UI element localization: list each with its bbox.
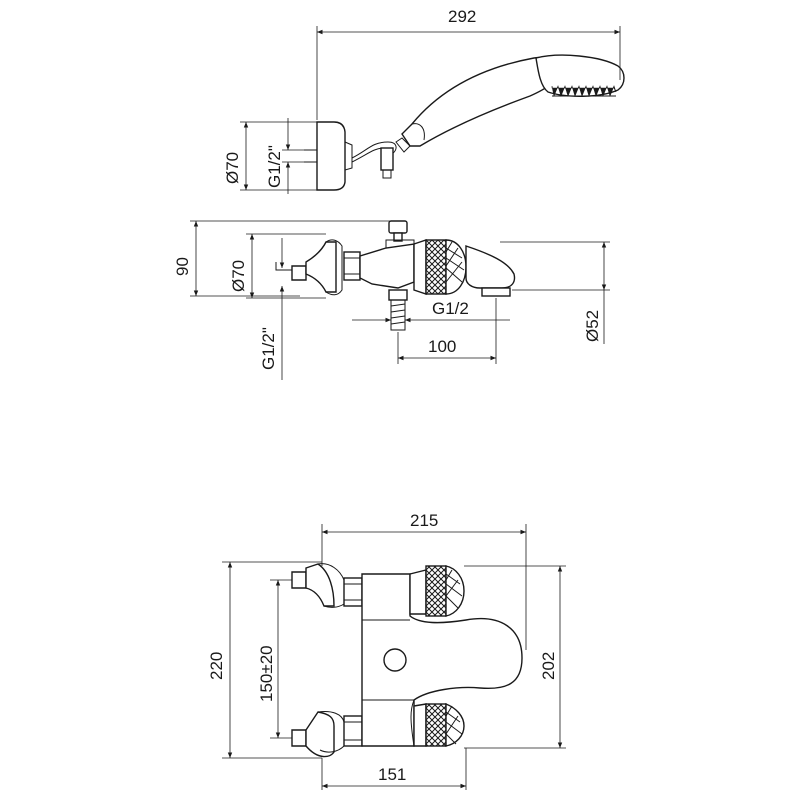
side-view: 90 Ø70 G1/2" G1/2 100 Ø52 (173, 220, 610, 380)
wall-holder (316, 121, 346, 191)
dim-side-g12-outlet: G1/2 (432, 299, 469, 318)
dim-side-dia70: Ø70 (229, 260, 248, 292)
top-view: 292 Ø70 G1/2" (223, 7, 625, 194)
dim-151: 151 (378, 765, 406, 784)
nut (343, 251, 361, 281)
dim-292: 292 (448, 7, 476, 26)
dim-top-g12: G1/2" (265, 145, 284, 188)
dim-215: 215 (410, 511, 438, 530)
dim-150-20: 150±20 (257, 645, 276, 702)
hose-connector (380, 147, 394, 171)
outlet-nut (388, 289, 408, 301)
dim-90: 90 (173, 257, 192, 276)
mixer-body (359, 243, 415, 289)
lower-nut (343, 715, 363, 747)
diverter-stem (393, 232, 403, 242)
spout (465, 245, 516, 289)
front-view: 215 220 150±20 202 151 (207, 511, 566, 790)
dim-top-dia70: Ø70 (223, 152, 242, 184)
dim-220: 220 (207, 652, 226, 680)
crystal-handle (425, 239, 447, 295)
dim-side-g12-inlet: G1/2" (259, 327, 278, 370)
diverter-plan (383, 648, 407, 672)
upper-crystal-handle (425, 565, 447, 617)
hand-shower-handle (401, 56, 557, 147)
dim-dia52: Ø52 (583, 310, 602, 342)
hose (351, 141, 397, 159)
eccentric-fitting (291, 265, 307, 281)
aerator (481, 287, 511, 297)
diverter-knob (388, 220, 408, 234)
lower-crystal-handle (425, 703, 447, 747)
upper-nut (343, 577, 363, 607)
dim-100: 100 (428, 337, 456, 356)
mixer-body-plan (361, 573, 523, 747)
dim-202: 202 (539, 652, 558, 680)
